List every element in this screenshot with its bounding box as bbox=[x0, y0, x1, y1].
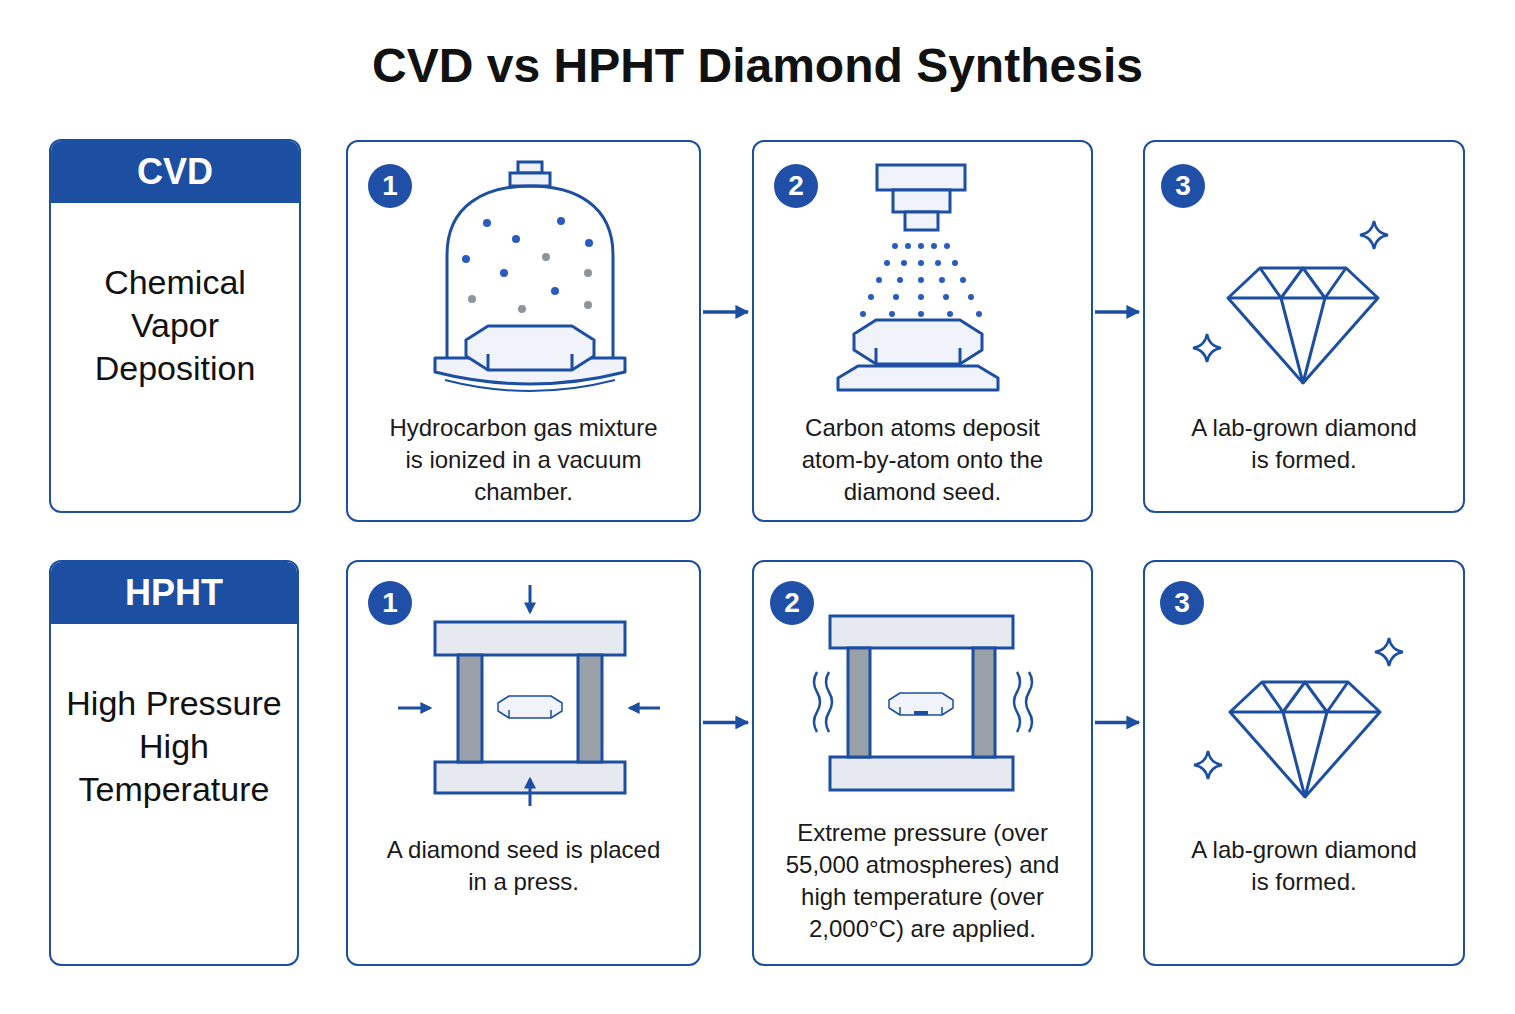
callout-number: 1 bbox=[382, 170, 398, 202]
gas-particles bbox=[462, 217, 593, 313]
diamond-seed bbox=[889, 693, 953, 715]
diamond-icon bbox=[1194, 638, 1403, 797]
process-step-box: A lab-grown diamond is formed. 3 bbox=[1143, 140, 1465, 513]
callout-number: 3 bbox=[1175, 170, 1191, 202]
method-name: Chemical Vapor Deposition bbox=[75, 261, 275, 390]
header-band: HPHT bbox=[51, 562, 297, 624]
flow-arrow bbox=[1095, 721, 1139, 725]
carbon-atoms bbox=[860, 243, 982, 317]
step-number-circle: 1 bbox=[368, 581, 412, 625]
callout-number: 3 bbox=[1174, 587, 1190, 619]
vacuum-chamber bbox=[435, 162, 625, 391]
method-label-box: HPHT High Pressure High Temperature bbox=[49, 560, 299, 966]
header-band: CVD bbox=[51, 141, 299, 203]
step-number-circle: 3 bbox=[1160, 581, 1204, 625]
step-caption: A lab-grown diamond is formed. bbox=[1184, 412, 1424, 476]
press bbox=[398, 585, 660, 806]
callout-number: 2 bbox=[784, 587, 800, 619]
method-name: High Pressure High Temperature bbox=[58, 682, 290, 811]
callout-number: 2 bbox=[788, 170, 804, 202]
flow-arrow bbox=[703, 310, 748, 314]
diamond-icon bbox=[1193, 221, 1388, 383]
process-step-box: Carbon atoms deposit atom-by-atom onto t… bbox=[752, 140, 1093, 522]
callout-number: 1 bbox=[382, 587, 398, 619]
step-caption: A diamond seed is placed in a press. bbox=[381, 834, 666, 898]
process-step-box: A lab-grown diamond is formed. 3 bbox=[1143, 560, 1465, 966]
step-number-circle: 2 bbox=[774, 164, 818, 208]
label-body: Chemical Vapor Deposition bbox=[51, 203, 299, 447]
deposition-nozzle bbox=[838, 165, 998, 390]
step-caption: A lab-grown diamond is formed. bbox=[1184, 834, 1424, 898]
process-step-box: Hydrocarbon gas mixture is ionized in a … bbox=[346, 140, 701, 522]
heated-press bbox=[814, 616, 1032, 790]
diamond-seed bbox=[466, 326, 594, 370]
flow-arrow bbox=[703, 721, 748, 725]
process-step-box: A diamond seed is placed in a press. 1 bbox=[346, 560, 701, 966]
step-number-circle: 1 bbox=[368, 164, 412, 208]
method-abbreviation: HPHT bbox=[125, 572, 223, 614]
label-body: High Pressure High Temperature bbox=[51, 624, 297, 868]
method-abbreviation: CVD bbox=[137, 151, 213, 193]
step-caption: Hydrocarbon gas mixture is ionized in a … bbox=[381, 412, 666, 508]
method-label-box: CVD Chemical Vapor Deposition bbox=[49, 139, 301, 513]
process-step-box: Extreme pressure (over 55,000 atmosphere… bbox=[752, 560, 1093, 966]
diamond-seed bbox=[854, 320, 982, 364]
step-caption: Extreme pressure (over 55,000 atmosphere… bbox=[762, 817, 1084, 945]
step-caption: Carbon atoms deposit atom-by-atom onto t… bbox=[788, 412, 1058, 508]
diagram-title: CVD vs HPHT Diamond Synthesis bbox=[0, 38, 1515, 93]
diamond-seed bbox=[498, 696, 562, 718]
step-number-circle: 2 bbox=[770, 581, 814, 625]
step-number-circle: 3 bbox=[1161, 164, 1205, 208]
flow-arrow bbox=[1095, 310, 1139, 314]
